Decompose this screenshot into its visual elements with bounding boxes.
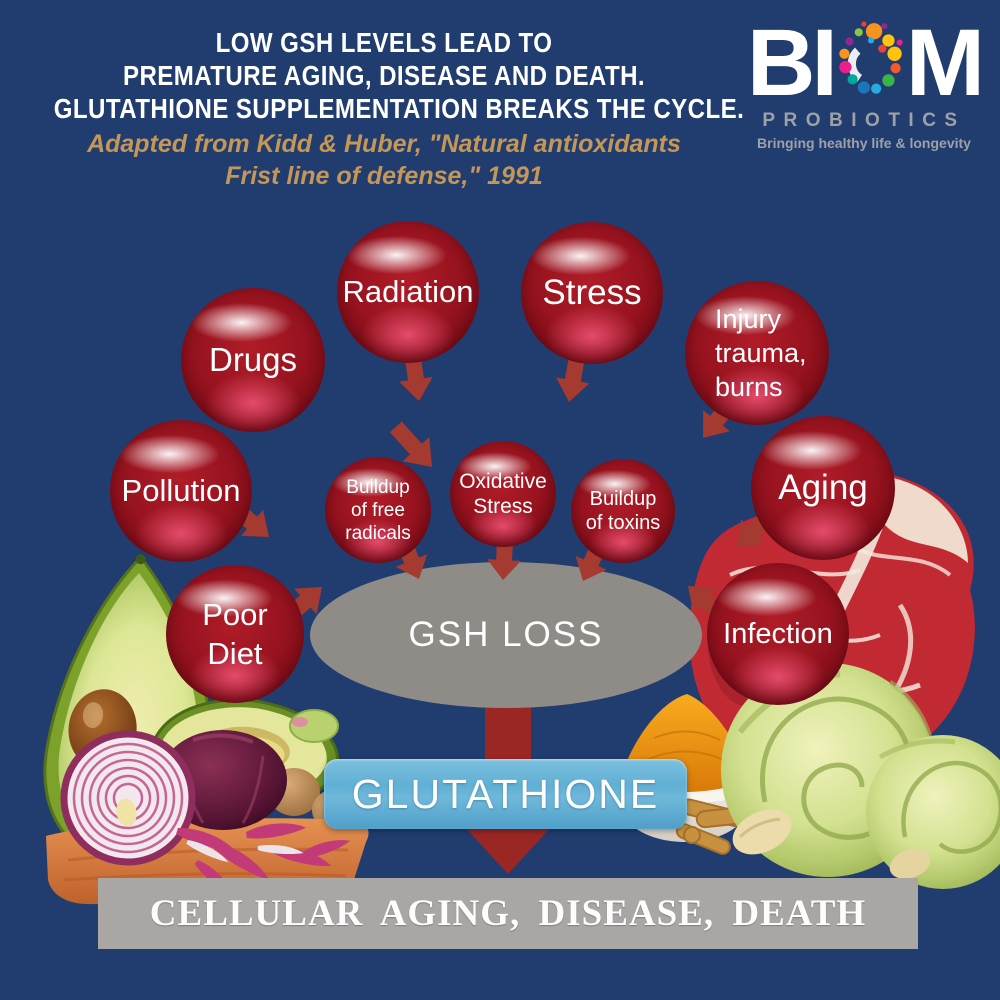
glutathione-banner: GLUTATHIONE [324, 759, 687, 829]
cause-label: Drugs [208, 341, 298, 378]
biom-probiotics-logo: BI M PROBIOTICS Bringing healthy life & … [744, 10, 985, 152]
gsh-loss-label: GSH LOSS [408, 615, 604, 654]
title-line-2: PREMATURE AGING, DISEASE AND DEATH. [122, 60, 646, 91]
attribution-line-2: Frist line of defense," 1991 [225, 162, 543, 190]
red-onion-image [46, 730, 369, 905]
cause-sphere-pollution: Pollution [110, 420, 252, 562]
cause-label: Injury trauma, burns [715, 304, 807, 402]
cause-label: Oxidative Stress [459, 470, 547, 518]
cause-sphere-drugs: Drugs [181, 288, 325, 432]
cause-label: Radiation [342, 274, 474, 309]
title-line-3: GLUTATHIONE SUPPLEMENTATION BREAKS THE C… [53, 93, 745, 124]
cause-sphere-stress: Stress [521, 222, 663, 364]
cause-label: Buildup of toxins [585, 488, 661, 534]
cause-sphere-poor-diet: Poor Diet [166, 565, 304, 703]
logo-letters-bi: BI [746, 10, 838, 116]
gsh-loss-ellipse: GSH LOSS [310, 562, 702, 708]
glutathione-label: GLUTATHIONE [351, 770, 660, 817]
cause-sphere-infection: Infection [707, 563, 849, 705]
logo-tagline: Bringing healthy life & longevity [757, 135, 971, 152]
cause-label: Pollution [121, 473, 241, 508]
logo-wordmark: BI M [744, 10, 985, 116]
logo-subtitle: PROBIOTICS [762, 110, 966, 132]
cabbage-image [721, 663, 1000, 889]
cause-label: Aging [778, 468, 868, 507]
cause-sphere-toxins: Buildup of toxins [571, 459, 675, 563]
cause-label: Infection [723, 617, 833, 650]
cause-sphere-radiation: Radiation [337, 221, 479, 363]
outcome-label: CELLULAR AGING, DISEASE, DEATH [149, 893, 867, 934]
cause-label: Stress [542, 273, 642, 312]
cause-label: Buildup of free radicals [345, 476, 411, 544]
cause-sphere-oxidative-stress: Oxidative Stress [450, 441, 556, 547]
title-line-1: LOW GSH LEVELS LEAD TO [215, 27, 553, 58]
cause-sphere-aging: Aging [751, 416, 895, 560]
outcome-banner: CELLULAR AGING, DISEASE, DEATH [98, 878, 918, 949]
cause-sphere-injury: Injury trauma, burns [685, 281, 829, 425]
cause-label: Poor Diet [202, 597, 268, 671]
logo-o-dots-icon [839, 21, 903, 94]
attribution-line-1: Adapted from Kidd & Huber, "Natural anti… [87, 130, 681, 158]
cause-sphere-free-radicals: Buildup of free radicals [325, 457, 431, 563]
logo-letter-m: M [905, 10, 985, 116]
header: LOW GSH LEVELS LEAD TO PREMATURE AGING, … [0, 26, 768, 192]
